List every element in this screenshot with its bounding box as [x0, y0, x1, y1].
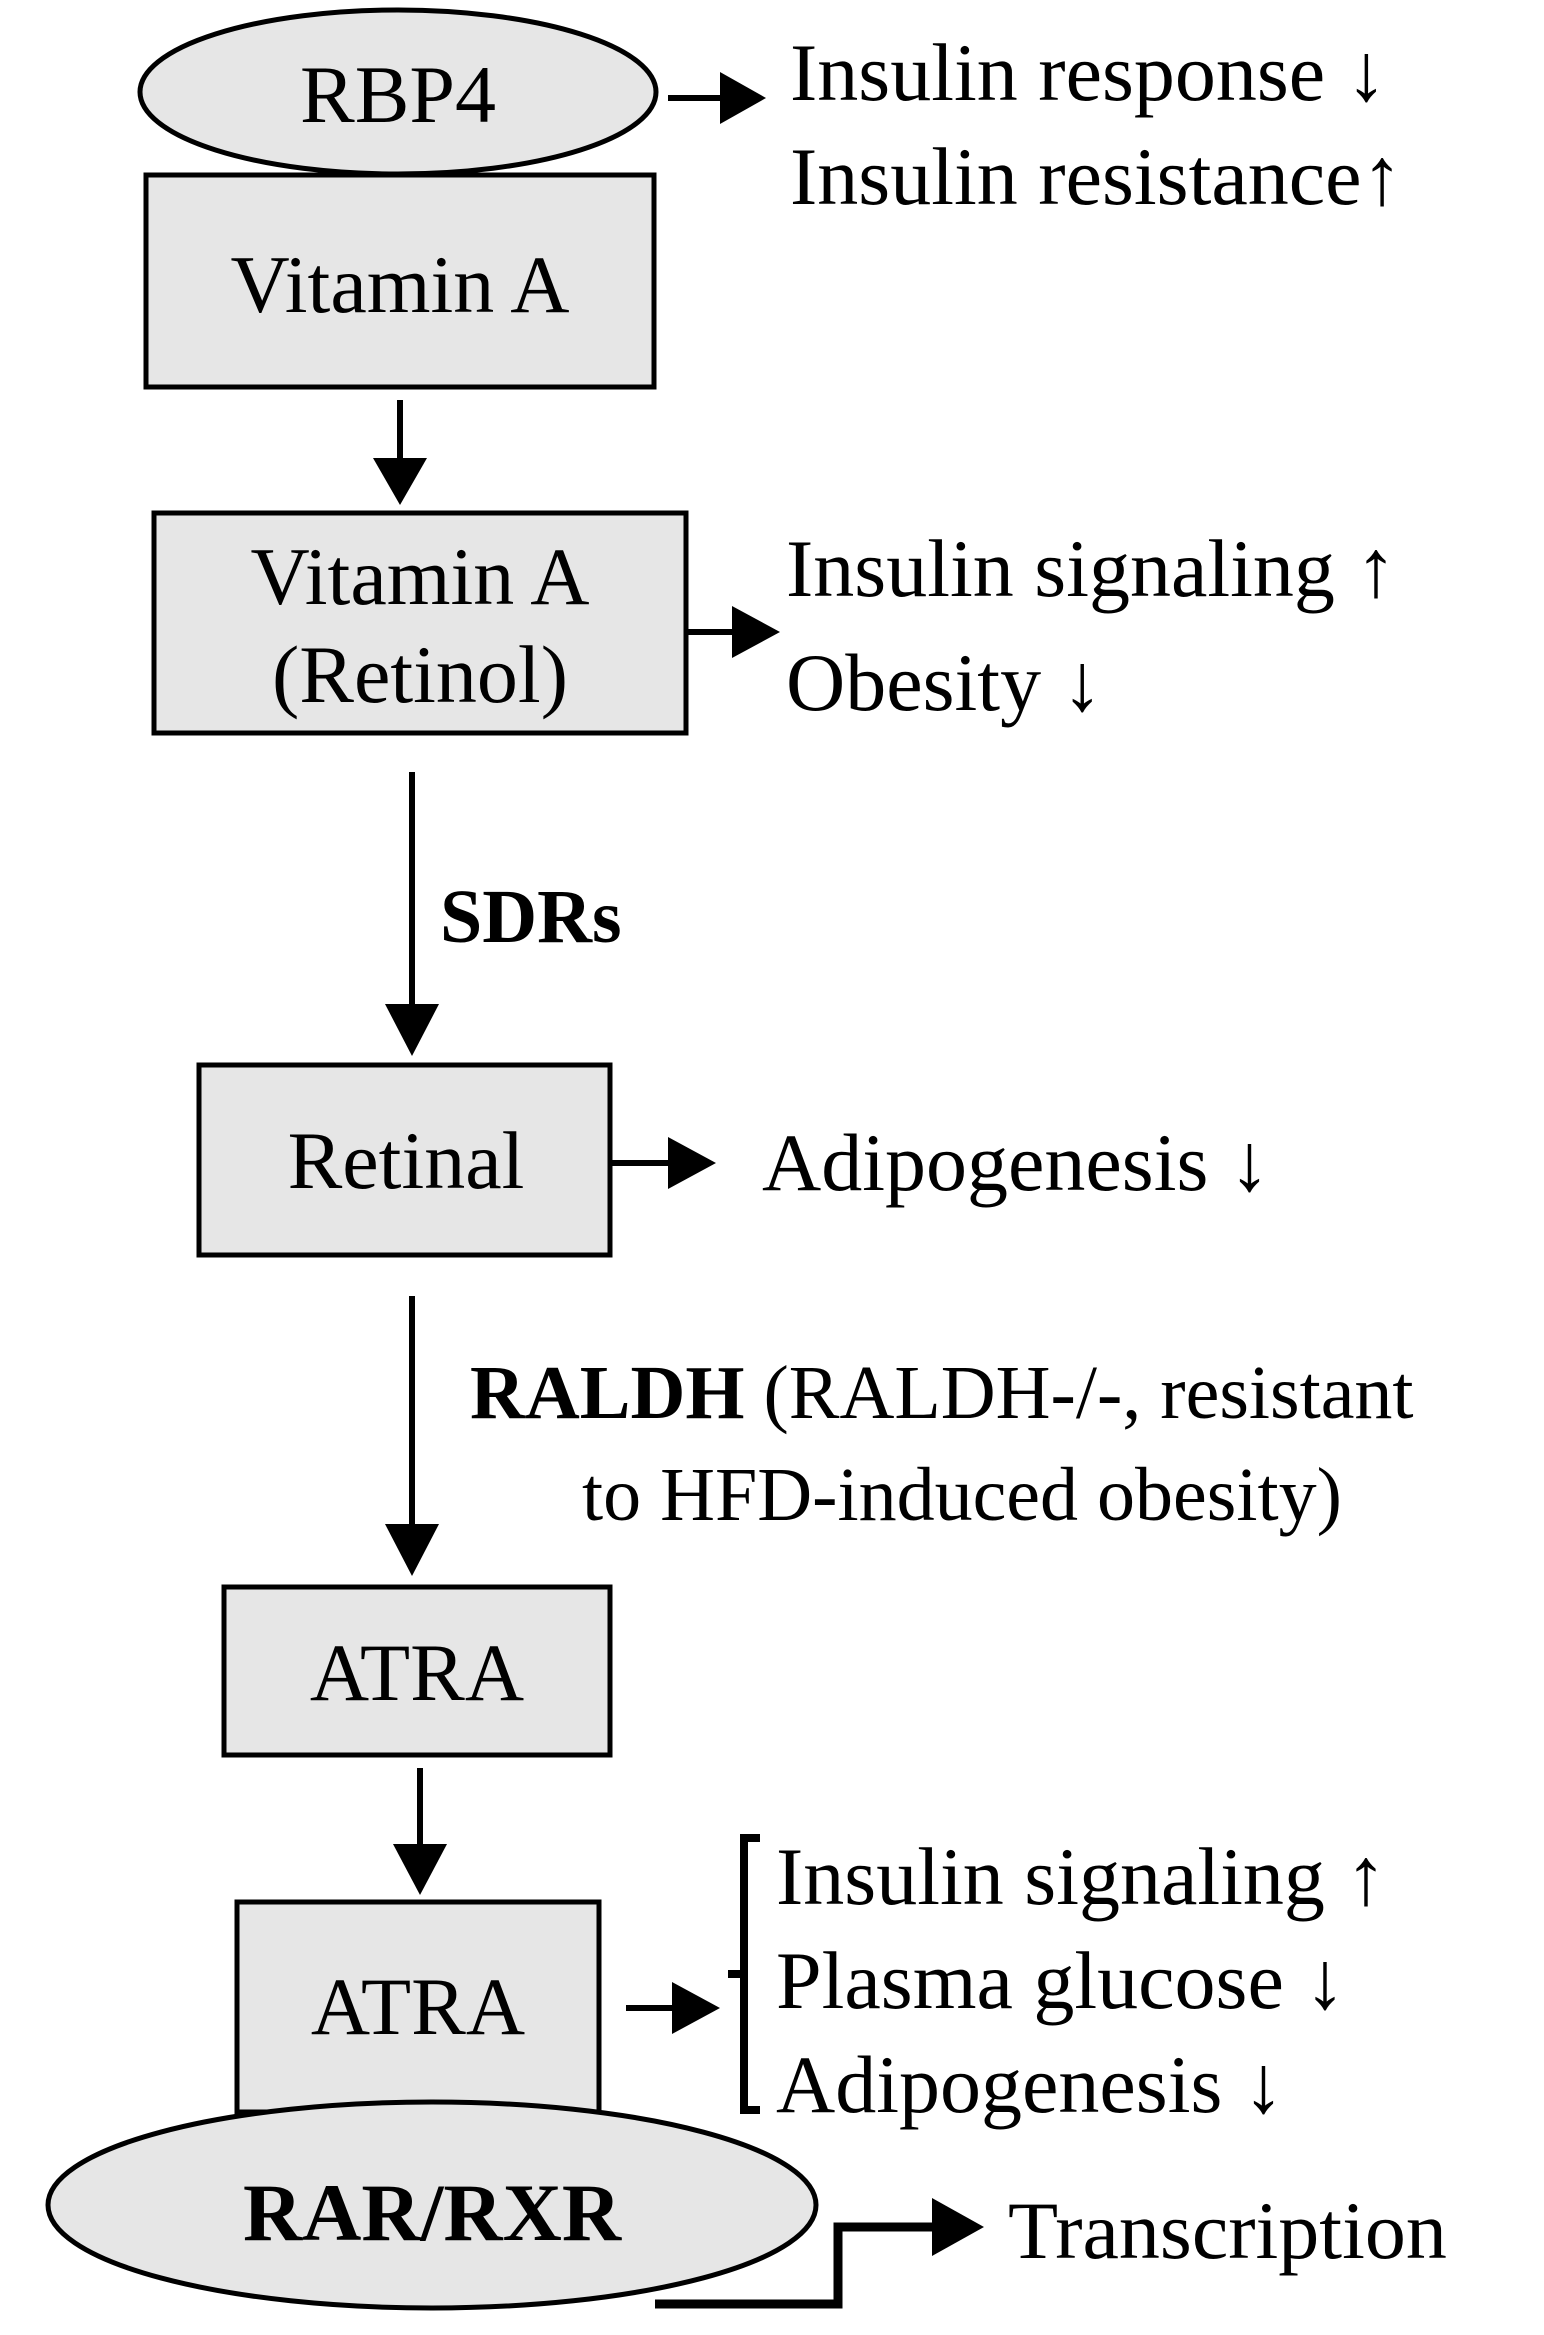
- effect-rbp4-2: Insulin resistance↑: [790, 131, 1403, 222]
- effect-arrow-atra: [626, 1982, 720, 2034]
- retinal-label: Retinal: [288, 1115, 525, 1206]
- effect-rbp4-1: Insulin response ↓: [790, 27, 1387, 118]
- vitamin-a-label: Vitamin A: [230, 239, 569, 330]
- flow-arrow-atra-to-atra: [393, 1768, 447, 1895]
- rar-rxr-ellipse: [45, 2099, 819, 2311]
- flow-arrow-retinal-to-atra: [385, 1296, 439, 1576]
- atra-1-box: [221, 1584, 613, 1758]
- atra-1-label: ATRA: [310, 1627, 524, 1718]
- effects-retinol: Insulin signaling ↑ Obesity ↓: [786, 523, 1396, 728]
- node-rbp4: RBP4: [137, 7, 659, 177]
- effects-atra: Insulin signaling ↑ Plasma glucose ↓ Adi…: [776, 1831, 1386, 2130]
- node-atra-2: ATRA: [234, 1899, 602, 2115]
- node-atra-1: ATRA: [221, 1584, 613, 1758]
- effect-atra-2: Plasma glucose ↓: [776, 1935, 1345, 2026]
- effect-retinol-2: Obesity ↓: [786, 637, 1103, 728]
- rar-rxr-label: RAR/RXR: [243, 2167, 622, 2258]
- effects-rar-rxr: Transcription: [1008, 2185, 1447, 2276]
- node-vitamin-a: Vitamin A: [143, 172, 657, 390]
- rbp4-label: RBP4: [300, 49, 496, 140]
- node-rar-rxr: RAR/RXR: [45, 2099, 819, 2311]
- effect-atra-3: Adipogenesis ↓: [776, 2039, 1284, 2130]
- raldh-bold-label: RALDH: [470, 1351, 744, 1435]
- effect-retinol-1: Insulin signaling ↑: [786, 523, 1396, 614]
- effect-retinal-1: Adipogenesis ↓: [762, 1117, 1270, 1208]
- retinol-box: [151, 510, 689, 736]
- flow-arrow-retinol-to-retinal: [385, 772, 439, 1056]
- effect-atra-1: Insulin signaling ↑: [776, 1831, 1386, 1922]
- retinol-label-line1: Vitamin A: [250, 531, 589, 622]
- transcription-arrow: [655, 2198, 984, 2309]
- enzyme-sdrs-label: SDRs: [440, 875, 622, 959]
- effects-retinal: Adipogenesis ↓: [762, 1117, 1270, 1208]
- retinol-label-line2: (Retinol): [272, 629, 568, 720]
- effect-arrow-rbp4: [668, 72, 766, 124]
- atra-2-label: ATRA: [311, 1961, 525, 2052]
- raldh-note-line1: (RALDH-/-, resistant: [744, 1351, 1413, 1435]
- effect-arrow-retinal: [612, 1137, 716, 1189]
- effects-rbp4: Insulin response ↓ Insulin resistance↑: [790, 27, 1403, 222]
- enzyme-raldh-label: RALDH (RALDH-/-, resistant: [470, 1351, 1414, 1435]
- node-retinal: Retinal: [196, 1062, 613, 1258]
- flow-arrow-vitamin-a-to-retinol: [373, 400, 427, 505]
- atra-effects-bracket: [728, 1834, 760, 2114]
- effect-transcription: Transcription: [1008, 2185, 1447, 2276]
- vitamin-a-box: [143, 172, 657, 390]
- node-retinol: Vitamin A (Retinol): [151, 510, 689, 736]
- effect-arrow-retinol: [688, 606, 780, 658]
- raldh-note-line2: to HFD-induced obesity): [582, 1453, 1342, 1537]
- retinal-box: [196, 1062, 613, 1258]
